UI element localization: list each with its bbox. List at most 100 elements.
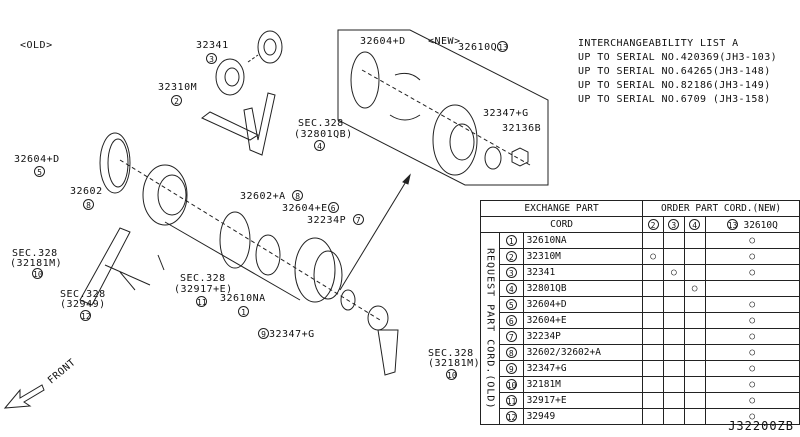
- table-row: 6 32604+E ○: [481, 312, 800, 329]
- exchange-part-header: EXCHANGE PART: [479, 200, 644, 217]
- mark-cell: [662, 280, 685, 297]
- callout-32604D: 32604+D: [14, 154, 60, 165]
- callout-sec328-32181M-right: SEC.328: [428, 348, 474, 359]
- mark-cell: [683, 376, 706, 393]
- mark-cell: [642, 392, 664, 409]
- mark-cell: [662, 376, 685, 393]
- new-label: <NEW>: [428, 36, 461, 47]
- shift-fork-32801QB: [201, 111, 260, 141]
- mark-cell: [662, 328, 685, 345]
- mark-cell: [662, 344, 685, 361]
- mark-cell: [683, 344, 706, 361]
- row-part-number: 32234P: [522, 328, 644, 345]
- mark-cell: ○: [662, 264, 685, 281]
- mark-cell: [704, 280, 800, 297]
- row-ref-badge: 7: [505, 330, 517, 342]
- order-part-header: ORDER PART CORD.(NEW): [642, 200, 800, 217]
- ref-badge: 3: [206, 53, 217, 64]
- interchangeability-line: UP TO SERIAL NO.82186(JH3-149): [578, 80, 771, 91]
- front-arrow-icon: [3, 384, 45, 409]
- mark-cell: ○: [704, 248, 800, 265]
- fork-32181M: [377, 329, 399, 376]
- row-part-number: 32604+E: [522, 312, 644, 329]
- col-ref-badge: 13: [726, 218, 738, 230]
- mark-cell: [642, 376, 664, 393]
- row-ref-badge: 10: [505, 378, 517, 390]
- row-ref-badge: 3: [505, 266, 517, 278]
- mark-cell: [683, 360, 706, 377]
- callout-sec328-32181M-left: SEC.328: [12, 248, 58, 259]
- mark-cell: [683, 264, 706, 281]
- nut: [367, 305, 389, 331]
- mark-cell: ○: [704, 296, 800, 313]
- mark-cell: [683, 312, 706, 329]
- mark-cell: [662, 408, 685, 425]
- mark-cell: ○: [704, 312, 800, 329]
- request-part-header: REQUEST PART CORD.(OLD): [480, 232, 500, 425]
- callout-sec328-32801QB: SEC.328: [298, 118, 344, 129]
- callout-sec328-32917E: SEC.328: [180, 273, 226, 284]
- mark-cell: [642, 264, 664, 281]
- washer-32347G: [340, 289, 356, 311]
- ring-32234P: [255, 234, 281, 276]
- ref-badge: 5: [34, 166, 45, 177]
- mark-cell: [683, 408, 706, 425]
- mark-cell: ○: [642, 248, 664, 265]
- mark-cell: [662, 312, 685, 329]
- callout-32610NA: 32610NA: [220, 293, 266, 304]
- callout-32602: 32602: [70, 186, 103, 197]
- mark-cell: [683, 392, 706, 409]
- row-part-number: 32181M: [522, 376, 644, 393]
- mark-cell: ○: [704, 408, 800, 425]
- interchangeability-line: UP TO SERIAL NO.6709 (JH3-158): [578, 94, 771, 105]
- ref-badge: 13: [497, 41, 509, 52]
- old-label: <OLD>: [20, 40, 53, 51]
- col-part: 32610Q: [743, 219, 778, 231]
- new-callout-32604D: 32604+D: [360, 36, 406, 47]
- mark-cell: [662, 296, 685, 313]
- diagram-code: J32200ZB: [728, 419, 794, 433]
- mark-cell: ○: [704, 344, 800, 361]
- interchangeability-title: INTERCHANGEABILITY LIST A: [578, 38, 739, 49]
- mark-cell: [662, 232, 685, 249]
- sleeve-32610NA: [294, 237, 336, 303]
- callout-32310M: 32310M: [158, 82, 198, 93]
- ref-badge: 11: [196, 296, 207, 307]
- hub-32602: [142, 164, 188, 226]
- mark-cell: ○: [704, 376, 800, 393]
- row-part-number: 32949: [522, 408, 644, 425]
- callout-sec328-32949: SEC.328: [60, 289, 106, 300]
- row-ref-badge: 11: [505, 394, 517, 406]
- interchange-table: EXCHANGE PART ORDER PART CORD.(NEW) CORD…: [479, 200, 800, 425]
- ref-badge: 10: [32, 268, 43, 279]
- mark-cell: [642, 344, 664, 361]
- mark-cell: [683, 248, 706, 265]
- new-callout-32347G: 32347+G: [483, 108, 529, 119]
- mark-cell: [642, 312, 664, 329]
- row-ref-badge: 1: [505, 234, 517, 246]
- col-ref-badge: 4: [689, 218, 701, 230]
- row-part-number: 32917+E: [522, 392, 644, 409]
- new-callout-32610Q: 32610Q13: [458, 41, 509, 53]
- mark-cell: [642, 280, 664, 297]
- interchangeability-list: INTERCHANGEABILITY LIST A UP TO SERIAL N…: [578, 37, 777, 107]
- ring-32604E: [219, 211, 251, 269]
- mark-cell: [683, 232, 706, 249]
- arrow-to-new-assembly: [339, 174, 411, 291]
- ref-badge: 7: [352, 214, 364, 225]
- row-ref-badge: 6: [505, 314, 517, 326]
- col-ref-badge: 3: [668, 218, 680, 230]
- ref-badge: 8: [83, 199, 94, 210]
- ref-badge: 2: [171, 95, 182, 106]
- row-part-number: 32310M: [522, 248, 644, 265]
- mark-cell: [642, 232, 664, 249]
- mark-cell: [642, 296, 664, 313]
